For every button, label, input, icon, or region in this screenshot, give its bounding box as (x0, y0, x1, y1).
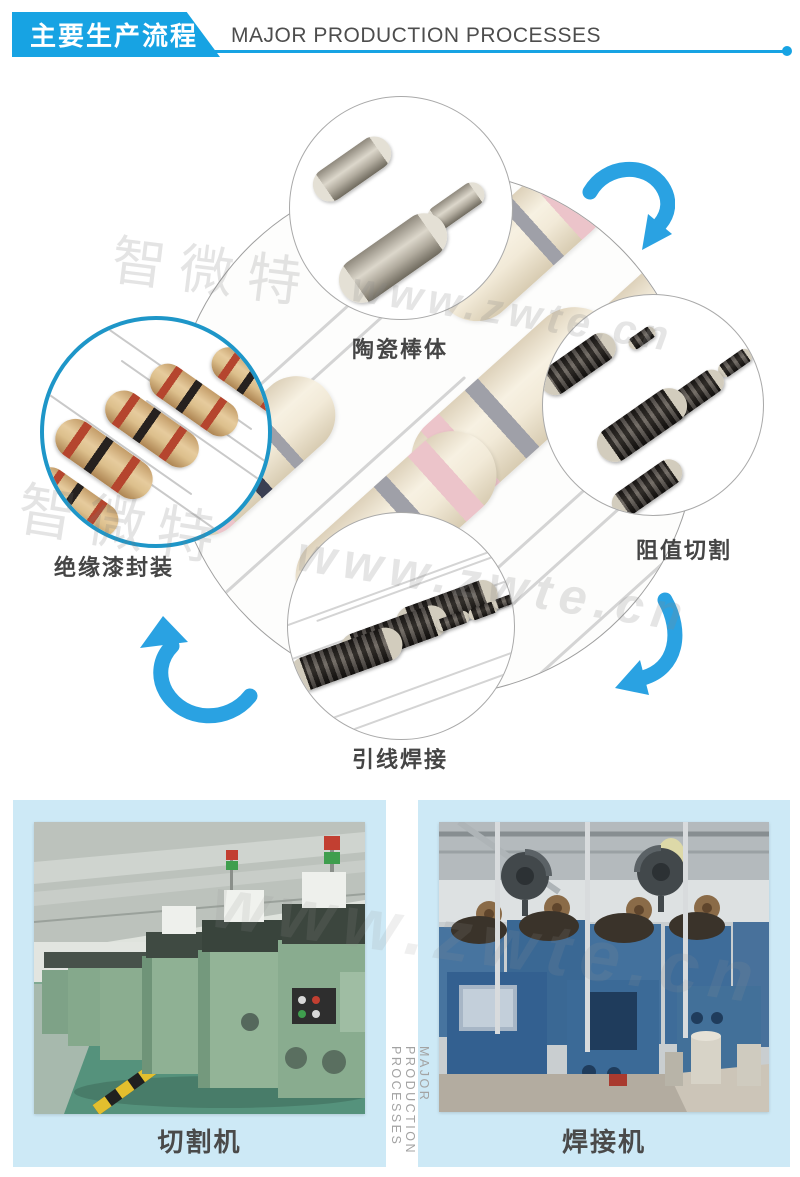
page-title-en: MAJOR PRODUCTION PROCESSES (231, 24, 602, 47)
cut-resistor-image (589, 381, 695, 469)
accent-line-end-dot (782, 46, 792, 56)
curved-arrow-icon (140, 616, 258, 724)
ceramic-rod-image (329, 204, 457, 312)
welded-resistor-image (288, 622, 408, 696)
header-badge: 主要生产流程 (12, 12, 220, 57)
cut-resistor-image (606, 453, 688, 515)
step-circle-lead-welding (287, 512, 515, 740)
welding-machine-photo (439, 822, 769, 1112)
step-circle-ceramic-rod (289, 96, 513, 320)
wall-fan-icon (501, 849, 552, 916)
page-title-zh: 主要生产流程 (30, 21, 199, 51)
machine-panel-cutting: 切割机 (13, 800, 386, 1167)
step-circle-resistance-cutting (542, 294, 764, 516)
cutting-machine-photo (34, 822, 365, 1114)
machine-label-welding: 焊接机 (561, 1127, 646, 1157)
step-label-lead-welding: 引线焊接 (351, 747, 448, 772)
ceramic-rod-image (306, 129, 398, 209)
curved-arrow-icon (582, 161, 675, 250)
vertical-caption: MAJOR PRODUCTION PROCESSES (389, 1046, 431, 1156)
step-circle-insulation-coating (40, 316, 272, 548)
machine-panel-welding: 焊接机 (418, 800, 790, 1167)
step-label-insulation-coating: 绝缘漆封装 (54, 555, 175, 580)
curved-arrow-icon (615, 592, 683, 695)
accent-line (12, 50, 788, 53)
step-label-ceramic-rod: 陶瓷棒体 (351, 337, 448, 362)
wall-fan-icon (634, 845, 685, 912)
step-label-resistance-cutting: 阻值切割 (636, 538, 733, 563)
machine-label-cutting: 切割机 (157, 1127, 242, 1157)
cut-resistor-image (625, 324, 659, 352)
